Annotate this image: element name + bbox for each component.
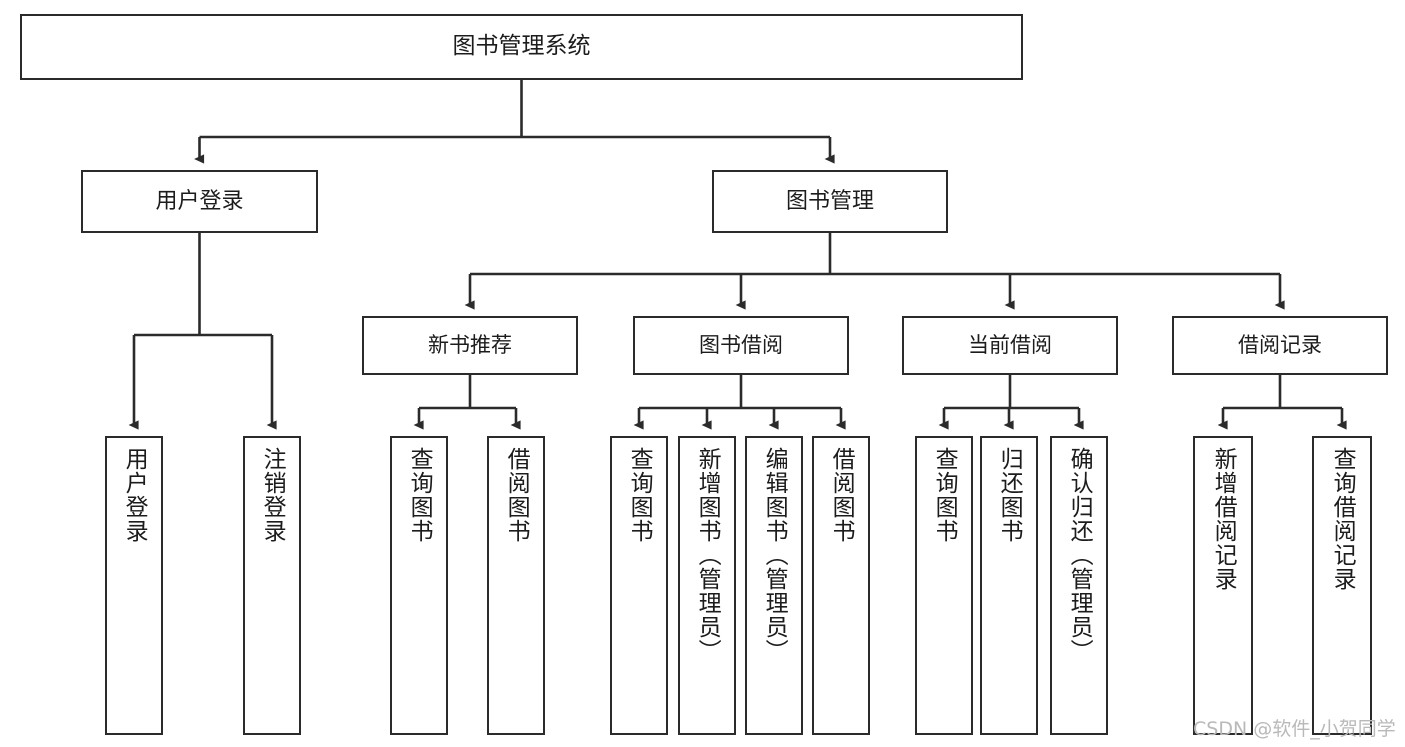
- node-level2-0[interactable]: 新书推荐: [362, 316, 578, 375]
- watermark: CSDN @软件_小贺同学: [1193, 718, 1396, 740]
- node-leaf-6[interactable]: 编辑图书（管理员）: [745, 436, 803, 735]
- node-leaf-4[interactable]: 查询图书: [610, 436, 668, 735]
- node-level2-1-label: 图书借阅: [699, 333, 783, 358]
- node-level2-2-label: 当前借阅: [968, 333, 1052, 358]
- node-leaf-3[interactable]: 借阅图书: [487, 436, 545, 735]
- node-level1-0-label: 用户登录: [155, 188, 244, 214]
- node-leaf-0[interactable]: 用户登录: [105, 436, 163, 735]
- node-leaf-10-label: 确认归还（管理员）: [1066, 447, 1093, 663]
- node-leaf-10[interactable]: 确认归还（管理员）: [1050, 436, 1108, 735]
- node-leaf-4-label: 查询图书: [626, 447, 653, 543]
- node-leaf-5-label: 新增图书（管理员）: [694, 447, 721, 663]
- node-leaf-5[interactable]: 新增图书（管理员）: [678, 436, 736, 735]
- node-level2-3-label: 借阅记录: [1238, 333, 1322, 358]
- node-leaf-12-label: 查询借阅记录: [1329, 447, 1356, 591]
- node-leaf-1[interactable]: 注销登录: [243, 436, 301, 735]
- node-leaf-7[interactable]: 借阅图书: [812, 436, 870, 735]
- node-leaf-8-label: 查询图书: [931, 447, 958, 543]
- node-level2-3[interactable]: 借阅记录: [1172, 316, 1388, 375]
- node-leaf-1-label: 注销登录: [259, 447, 286, 543]
- node-leaf-11-label: 新增借阅记录: [1210, 447, 1237, 591]
- node-level1-0[interactable]: 用户登录: [81, 170, 318, 233]
- node-leaf-3-label: 借阅图书: [503, 447, 530, 543]
- node-leaf-8[interactable]: 查询图书: [915, 436, 973, 735]
- node-level1-1-label: 图书管理: [785, 188, 874, 214]
- node-leaf-9[interactable]: 归还图书: [980, 436, 1038, 735]
- node-leaf-12[interactable]: 查询借阅记录: [1312, 436, 1372, 735]
- node-root[interactable]: 图书管理系统: [20, 14, 1023, 80]
- node-leaf-2[interactable]: 查询图书: [390, 436, 448, 735]
- node-leaf-2-label: 查询图书: [406, 447, 433, 543]
- node-level2-1[interactable]: 图书借阅: [633, 316, 849, 375]
- node-level1-1[interactable]: 图书管理: [712, 170, 948, 233]
- node-level2-2[interactable]: 当前借阅: [902, 316, 1118, 375]
- node-leaf-7-label: 借阅图书: [828, 447, 855, 543]
- node-leaf-9-label: 归还图书: [996, 447, 1023, 543]
- node-level2-0-label: 新书推荐: [428, 333, 512, 358]
- node-leaf-11[interactable]: 新增借阅记录: [1193, 436, 1253, 735]
- node-root-label: 图书管理系统: [452, 33, 591, 60]
- node-leaf-6-label: 编辑图书（管理员）: [761, 447, 788, 663]
- node-leaf-0-label: 用户登录: [121, 447, 148, 543]
